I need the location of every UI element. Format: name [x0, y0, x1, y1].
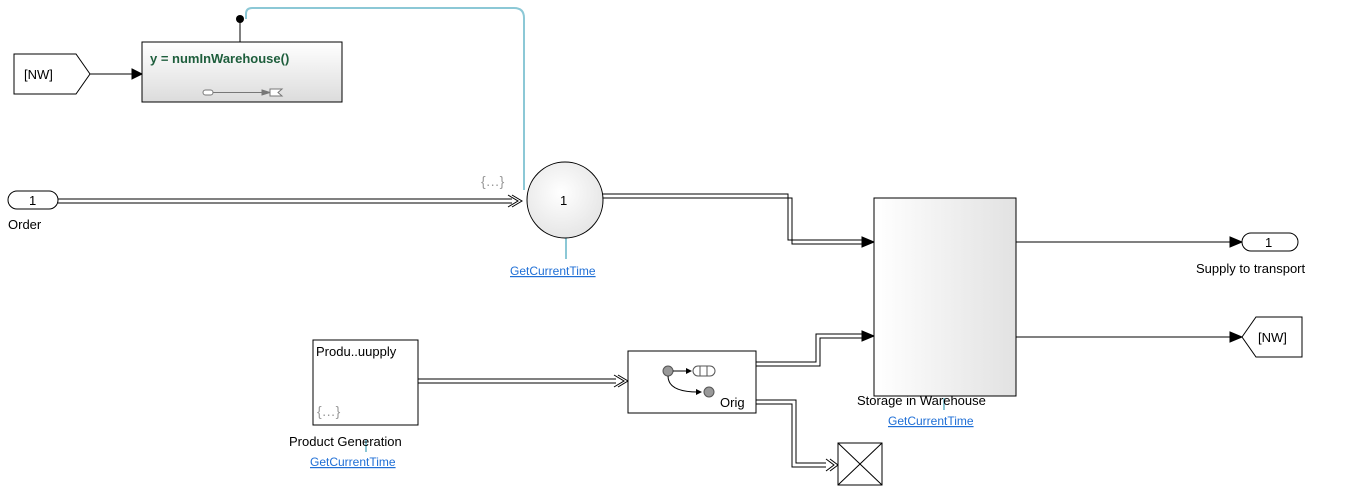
function-caller-block[interactable]: y = numInWarehouse() [141, 15, 343, 103]
product-generation-label: Product Generation [289, 434, 402, 449]
arrow-goto [1229, 331, 1244, 343]
product-generation-badge: {…} [317, 403, 341, 419]
function-caller-icon [202, 88, 284, 97]
outport-supply-number: 1 [1265, 235, 1272, 250]
inport-order[interactable]: 1 Order [7, 190, 59, 232]
function-caller-text: y = numInWarehouse() [150, 51, 289, 66]
arrow-supply [1229, 236, 1244, 248]
from-block-tag: [NW] [24, 67, 53, 82]
signal-server-to-storage-b [602, 197, 862, 245]
chevron-server-in [507, 194, 519, 208]
from-block-nw[interactable]: [NW] [13, 53, 91, 95]
inport-order-label: Order [8, 217, 42, 232]
product-generation-block[interactable]: Produ..uupply {…} [312, 339, 419, 426]
storage-link[interactable]: GetCurrentTime [888, 414, 974, 428]
product-generation-inner: Produ..uupply [316, 344, 397, 359]
server-number: 1 [560, 193, 567, 208]
goto-block-nw[interactable]: [NW] [1241, 316, 1303, 358]
function-line-numinwarehouse [245, 7, 525, 190]
signal-replicate-to-storage-a [756, 333, 862, 363]
inport-order-number: 1 [29, 193, 36, 208]
goto-block-tag: [NW] [1258, 330, 1287, 345]
chevron-replicate-in-2 [617, 374, 629, 388]
signal-server-to-storage-a [602, 193, 862, 241]
server-link[interactable]: GetCurrentTime [510, 264, 596, 278]
replicator-icon [662, 365, 716, 398]
storage-label: Storage in Warehouse [857, 393, 986, 408]
signal-replicate-to-storage-b [756, 337, 862, 367]
arrow-storage-bottom [861, 330, 876, 342]
chevron-term-in [825, 458, 835, 472]
outport-supply-label: Supply to transport [1196, 261, 1306, 276]
signal-replicate-to-term-a [756, 399, 826, 464]
chevron-server-in-2 [511, 194, 523, 208]
replicator-port-label: Orig [720, 395, 745, 410]
signal-replicate-to-term-b [756, 403, 826, 468]
server-badge: {…} [481, 173, 505, 189]
arrow-fn-input [131, 68, 144, 80]
storage-block[interactable] [873, 197, 1017, 397]
function-call-lines [245, 7, 945, 452]
chevron-replicate-in [613, 374, 625, 388]
outport-supply[interactable]: 1 Supply to transport [1196, 232, 1306, 276]
terminator-block[interactable] [837, 442, 883, 486]
entity-replicator-block[interactable]: Orig [627, 350, 757, 414]
function-port-dot [236, 15, 244, 23]
terminator-cross-icon-2 [837, 442, 883, 486]
product-generation-link[interactable]: GetCurrentTime [310, 455, 396, 469]
server-block[interactable]: 1 [526, 161, 604, 239]
arrowheads [131, 68, 1244, 343]
arrow-storage-top [861, 236, 876, 248]
